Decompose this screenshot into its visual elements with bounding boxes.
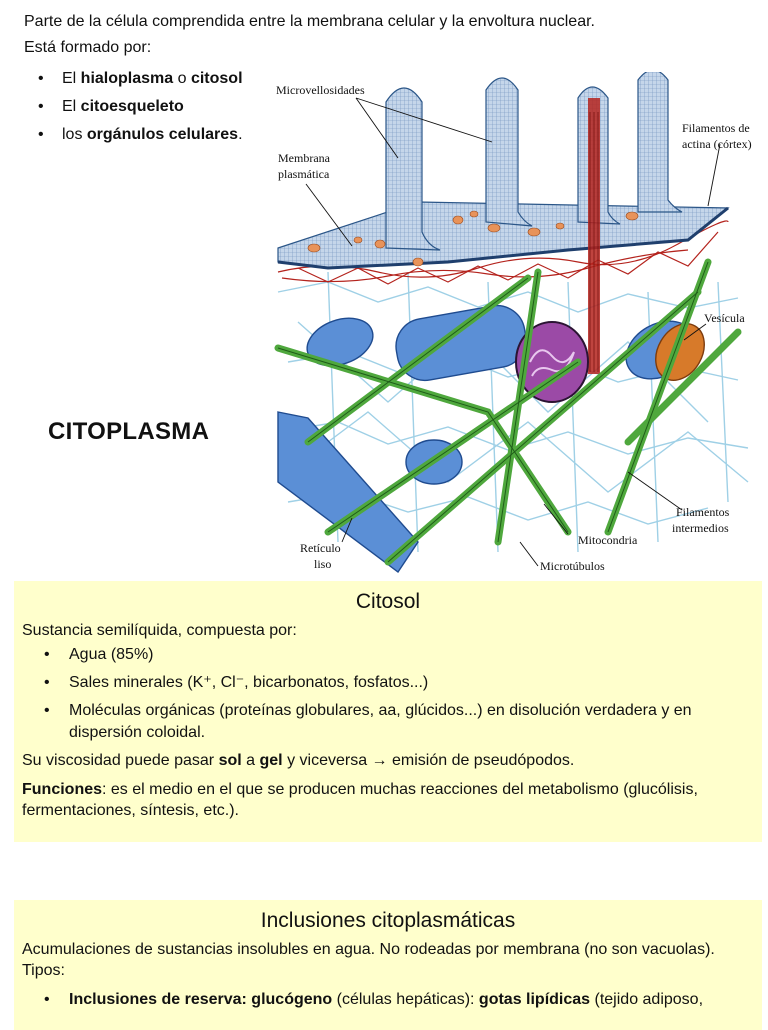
mitochondria bbox=[515, 321, 589, 403]
list-item: El hialoplasma o citosol bbox=[24, 65, 744, 93]
list-item: Inclusiones de reserva: glucógeno (célul… bbox=[22, 989, 754, 1011]
viscosity-text: Su viscosidad puede pasar sol a gel y vi… bbox=[22, 752, 575, 769]
label-filamentos-intermedios-1: Filamentos bbox=[676, 505, 730, 519]
citosol-title: Citosol bbox=[355, 590, 421, 613]
label-vesicula: Vesícula bbox=[704, 311, 745, 325]
label-membrana-1: Membrana bbox=[278, 151, 331, 165]
label-filamentos-actina-2: actina (córtex) bbox=[682, 137, 752, 151]
inclusiones-list: Inclusiones de reserva: glucógeno (célul… bbox=[22, 989, 754, 1011]
intro-line-2: Está formado por: bbox=[24, 39, 152, 56]
label-microtubulos: Microtúbulos bbox=[540, 559, 605, 573]
intro-line-1: Parte de la célula comprendida entre la … bbox=[24, 13, 595, 30]
intro-list: El hialoplasma o citosol El citoesquelet… bbox=[24, 65, 744, 149]
inclusiones-intro: Acumulaciones de sustancias insolubles e… bbox=[22, 941, 715, 979]
inclusiones-title: Inclusiones citoplasmáticas bbox=[260, 909, 516, 932]
list-item: Moléculas orgánicas (proteínas globulare… bbox=[22, 700, 754, 744]
side-title: CITOPLASMA bbox=[48, 418, 210, 445]
list-item: El citoesqueleto bbox=[24, 93, 744, 121]
inclusiones-box: Inclusiones citoplasmáticas Acumulacione… bbox=[14, 900, 762, 1030]
intro-section: Parte de la célula comprendida entre la … bbox=[24, 9, 744, 149]
cytoplasm-illustration: Microvellosidades Membrana plasmática Fi… bbox=[268, 72, 762, 576]
citosol-list: Agua (85%) Sales minerales (K⁺, Cl⁻, bic… bbox=[22, 644, 754, 744]
microtubules bbox=[274, 258, 742, 566]
label-membrana-2: plasmática bbox=[278, 167, 330, 181]
membrane-proteins bbox=[307, 210, 639, 267]
functions-text: Funciones: es el medio en el que se prod… bbox=[22, 781, 698, 819]
label-mitocondria: Mitocondria bbox=[578, 533, 638, 547]
label-microvellosidades: Microvellosidades bbox=[276, 83, 365, 97]
label-filamentos-actina-1: Filamentos de bbox=[682, 121, 750, 135]
label-reticulo-1: Retículo bbox=[300, 541, 341, 555]
actin-cortex bbox=[277, 220, 729, 285]
list-item: Sales minerales (K⁺, Cl⁻, bicarbonatos, … bbox=[22, 672, 754, 694]
list-item: los orgánulos celulares. bbox=[24, 121, 744, 149]
cytoplasm-drawing: Microvellosidades Membrana plasmática Fi… bbox=[274, 72, 752, 574]
label-filamentos-intermedios-2: intermedios bbox=[672, 521, 729, 535]
label-reticulo-2: liso bbox=[314, 557, 331, 571]
citosol-intro: Sustancia semilíquida, compuesta por: bbox=[22, 622, 297, 639]
list-item: Agua (85%) bbox=[22, 644, 754, 666]
citosol-box: Citosol Sustancia semilíquida, compuesta… bbox=[14, 581, 762, 842]
